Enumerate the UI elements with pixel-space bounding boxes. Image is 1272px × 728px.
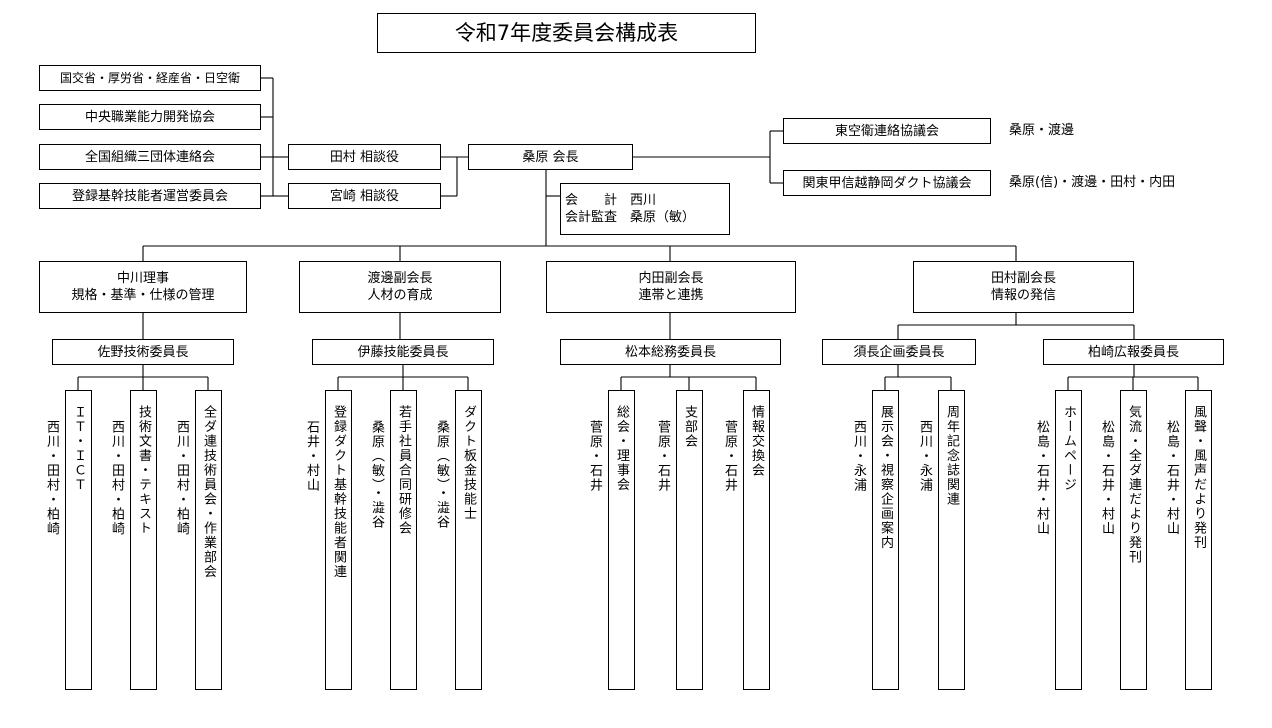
committee-technical: 佐野技術委員長 bbox=[52, 339, 234, 365]
subcommittee-members: 桑原（敏）・澁谷 bbox=[434, 420, 449, 530]
auditor: 会計監査 桑原（敏） bbox=[565, 210, 696, 225]
subcommittee-label: 展示会・視察企画案内 bbox=[878, 405, 893, 550]
division-nakagawa: 中川理事 規格・基準・仕様の管理 bbox=[39, 261, 247, 313]
page-title: 令和7年度委員会構成表 bbox=[377, 13, 756, 53]
committee-pr: 柏崎広報委員長 bbox=[1043, 339, 1224, 365]
subcommittee-exhibition: 展示会・視察企画案内 bbox=[872, 390, 899, 690]
subcommittee-registered-duct: 登録ダクト基幹技能者関連 bbox=[325, 390, 352, 690]
treasurer: 会 計 西川 bbox=[565, 193, 657, 208]
subcommittee-general-board: 総会・理事会 bbox=[608, 390, 635, 690]
division-head: 中川理事 bbox=[116, 271, 169, 286]
division-mission: 情報の発信 bbox=[990, 288, 1056, 303]
subcommittee-label: 周年記念誌関連 bbox=[944, 405, 959, 507]
committee-planning: 須長企画委員長 bbox=[822, 339, 976, 365]
subcommittee-members: 西川・永浦 bbox=[851, 420, 866, 493]
subcommittee-members: 石井・村山 bbox=[304, 420, 319, 493]
council-tokuei-members: 桑原・渡邊 bbox=[1009, 123, 1075, 138]
subcommittee-members: 西川・永浦 bbox=[917, 420, 932, 493]
subcommittee-kiryu: 気流・全ダ連だより発刊 bbox=[1120, 390, 1147, 690]
subcommittee-it-ict: ＩＴ・ＩＣＴ bbox=[65, 390, 92, 690]
division-head: 田村副会長 bbox=[990, 271, 1056, 286]
subcommittee-info-exchange: 情報交換会 bbox=[743, 390, 770, 690]
chairman: 桑原 会長 bbox=[468, 144, 633, 170]
subcommittee-label: 支部会 bbox=[682, 405, 697, 449]
council-tokuei: 東空衛連絡協議会 bbox=[783, 118, 991, 144]
subcommittee-young-training: 若手社員合同研修会 bbox=[390, 390, 417, 690]
subcommittee-members: 菅原・石井 bbox=[655, 420, 670, 493]
subcommittee-members: 松島・石井・村山 bbox=[1164, 420, 1179, 536]
subcommittee-members: 桑原（敏）・澁谷 bbox=[369, 420, 384, 530]
division-mission: 連帯と連携 bbox=[638, 288, 704, 303]
subcommittee-label: 情報交換会 bbox=[749, 405, 764, 478]
subcommittee-branch: 支部会 bbox=[676, 390, 703, 690]
subcommittee-duct-sheetmetal: ダクト板金技能士 bbox=[455, 390, 482, 690]
subcommittee-members: 菅原・石井 bbox=[587, 420, 602, 493]
subcommittee-label: 技術文書・テキスト bbox=[136, 405, 151, 536]
subcommittee-label: 風聲・風声だより発刊 bbox=[1191, 405, 1206, 550]
council-kanto-duct: 関東甲信越静岡ダクト協議会 bbox=[783, 170, 991, 196]
subcommittee-label: 若手社員合同研修会 bbox=[396, 405, 411, 536]
treasury-box: 会 計 西川 会計監査 桑原（敏） bbox=[560, 183, 730, 235]
subcommittee-label: 登録ダクト基幹技能者関連 bbox=[331, 405, 346, 579]
subcommittee-members: 西川・田村・柏崎 bbox=[44, 420, 59, 536]
subcommittee-label: ダクト板金技能士 bbox=[461, 405, 476, 521]
subcommittee-members: 松島・石井・村山 bbox=[1034, 420, 1049, 536]
subcommittee-zendaren-tech: 全ダ連技術員会・作業部会 bbox=[195, 390, 222, 690]
division-mission: 規格・基準・仕様の管理 bbox=[71, 288, 215, 303]
subcommittee-members: 西川・田村・柏崎 bbox=[174, 420, 189, 536]
subcommittee-fusei: 風聲・風声だより発刊 bbox=[1185, 390, 1212, 690]
advisor-tamura: 田村 相談役 bbox=[288, 144, 441, 170]
external-org-liaison: 全国組織三団体連絡会 bbox=[39, 144, 261, 170]
subcommittee-tech-docs: 技術文書・テキスト bbox=[130, 390, 157, 690]
committee-general: 松本総務委員長 bbox=[560, 339, 781, 365]
division-uchida: 内田副会長 連帯と連携 bbox=[546, 261, 796, 313]
external-org-ministries: 国交省・厚労省・経産省・日空衛 bbox=[39, 65, 261, 91]
council-kanto-duct-members: 桑原(信)・渡邊・田村・内田 bbox=[1009, 175, 1176, 190]
subcommittee-anniversary: 周年記念誌関連 bbox=[938, 390, 965, 690]
division-watanabe: 渡邊副会長 人材の育成 bbox=[299, 261, 501, 313]
subcommittee-members: 西川・田村・柏崎 bbox=[109, 420, 124, 536]
subcommittee-label: 全ダ連技術員会・作業部会 bbox=[201, 405, 216, 579]
division-mission: 人材の育成 bbox=[367, 288, 433, 303]
subcommittee-label: ホームページ bbox=[1061, 405, 1076, 492]
division-head: 渡邊副会長 bbox=[367, 271, 433, 286]
subcommittee-label: 総会・理事会 bbox=[614, 405, 629, 492]
subcommittee-homepage: ホームページ bbox=[1055, 390, 1082, 690]
subcommittee-label: 気流・全ダ連だより発刊 bbox=[1126, 405, 1141, 565]
division-tamura: 田村副会長 情報の発信 bbox=[913, 261, 1134, 313]
external-org-registration: 登録基幹技能者運営委員会 bbox=[39, 183, 261, 209]
committee-skills: 伊藤技能委員長 bbox=[312, 339, 494, 365]
subcommittee-members: 菅原・石井 bbox=[722, 420, 737, 493]
division-head: 内田副会長 bbox=[638, 271, 704, 286]
subcommittee-members: 松島・石井・村山 bbox=[1099, 420, 1114, 536]
advisor-miyazaki: 宮崎 相談役 bbox=[288, 183, 441, 209]
subcommittee-label: ＩＴ・ＩＣＴ bbox=[71, 405, 86, 492]
external-org-javada: 中央職業能力開発協会 bbox=[39, 104, 261, 130]
